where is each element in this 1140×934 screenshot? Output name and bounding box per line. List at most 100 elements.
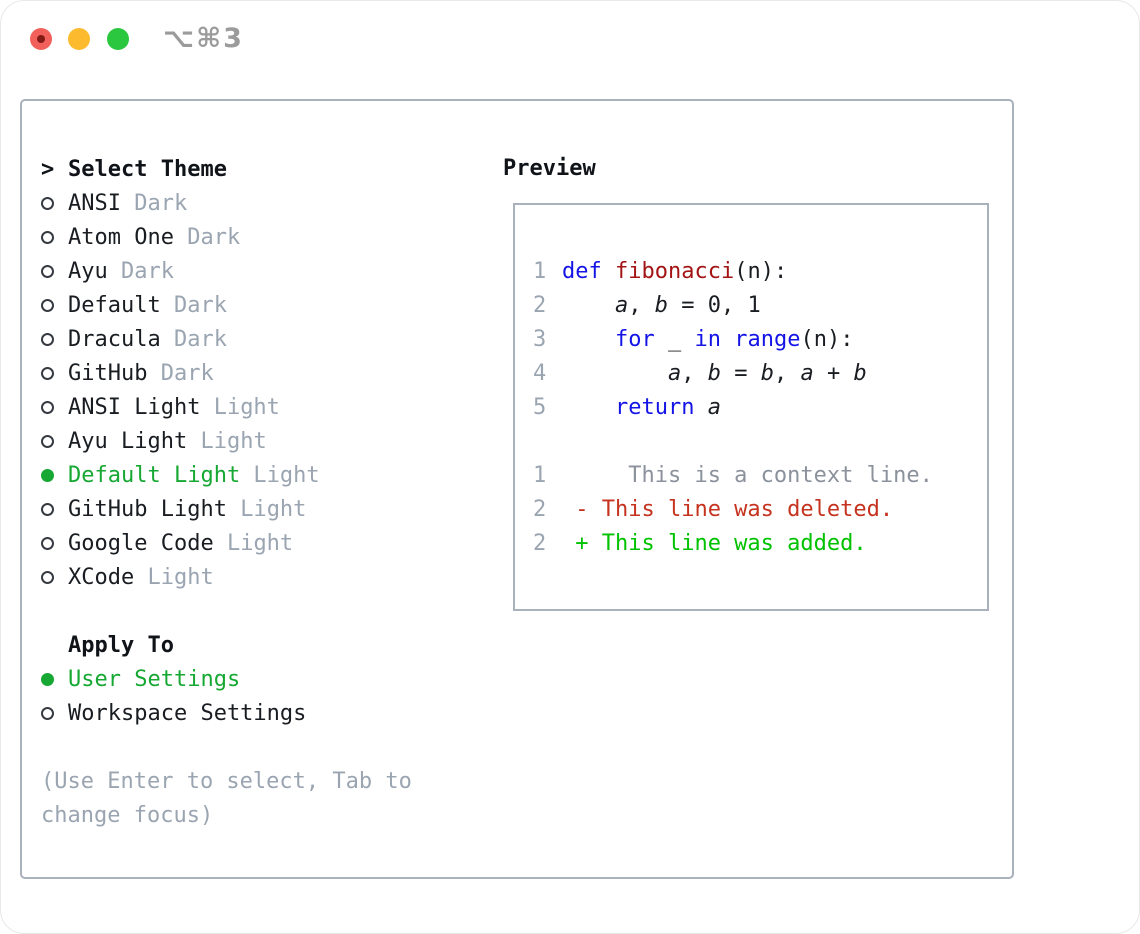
variant-badge: Dark	[173, 224, 241, 250]
diff-text-add: + This line was added.	[562, 530, 867, 556]
code-token: for	[614, 326, 655, 352]
code-token	[694, 395, 707, 420]
marker-cell	[41, 672, 68, 686]
radio-unselected-icon	[41, 570, 54, 584]
select-theme-label: Select Theme	[68, 156, 227, 182]
line-number: 1	[533, 462, 547, 488]
marker-cell	[41, 502, 68, 516]
variant-badge: Light	[213, 530, 294, 556]
preview-diff-line: 1 This is a context line.	[533, 458, 987, 492]
theme-option-default-light[interactable]: Default Light Light	[41, 458, 481, 492]
hint-text: (Use Enter to select, Tab to	[41, 764, 481, 798]
variant-badge: Light	[134, 564, 214, 590]
radio-unselected-icon	[41, 332, 54, 346]
focus-caret-icon: >	[41, 156, 55, 182]
marker-cell	[41, 434, 68, 448]
theme-option-github-light[interactable]: GitHub Light Light	[41, 492, 481, 526]
code-token: in	[694, 326, 721, 352]
variant-badge: Light	[240, 462, 320, 488]
option-label: Dracula	[68, 326, 161, 352]
preview-code-line: 3 for _ in range(n):	[533, 322, 987, 356]
code-token: b	[707, 360, 721, 386]
radio-unselected-icon	[41, 706, 54, 720]
diff-text-ctx: This is a context line.	[562, 462, 933, 488]
option-label: GitHub	[68, 360, 148, 386]
select-theme-header: > Select Theme	[41, 152, 481, 186]
radio-unselected-icon	[41, 536, 54, 550]
spacer-row	[41, 594, 481, 628]
theme-option-dracula[interactable]: Dracula Dark	[41, 322, 481, 356]
code-token: ,	[681, 360, 708, 386]
theme-option-ayu-light[interactable]: Ayu Light Light	[41, 424, 481, 458]
line-number: 5	[533, 394, 547, 420]
code-token	[562, 395, 615, 420]
theme-option-google-code[interactable]: Google Code Light	[41, 526, 481, 560]
line-number: 3	[533, 326, 547, 352]
apply-option-user-settings[interactable]: User Settings	[41, 662, 481, 696]
theme-option-ayu[interactable]: Ayu Dark	[41, 254, 481, 288]
option-label: User Settings	[68, 666, 241, 692]
marker-cell	[41, 230, 68, 244]
line-number: 2	[533, 292, 547, 318]
theme-option-atom-one[interactable]: Atom One Dark	[41, 220, 481, 254]
line-number: 1	[533, 258, 547, 284]
radio-selected-icon	[41, 672, 54, 686]
variant-badge: Dark	[160, 292, 227, 318]
option-label: Ayu Light	[68, 428, 188, 454]
radio-unselected-icon	[41, 434, 54, 448]
option-label: Default	[68, 292, 161, 318]
code-token: def	[562, 258, 602, 284]
code-token	[562, 361, 668, 386]
code-token: return	[614, 394, 695, 420]
close-button[interactable]	[30, 28, 52, 50]
radio-unselected-icon	[41, 366, 54, 380]
variant-badge: Dark	[107, 258, 174, 284]
variant-badge: Dark	[147, 360, 214, 386]
radio-unselected-icon	[41, 400, 54, 414]
option-label: GitHub Light	[68, 496, 227, 522]
marker-cell	[41, 196, 68, 210]
theme-option-ansi-light[interactable]: ANSI Light Light	[41, 390, 481, 424]
window-title: ⌥⌘3	[163, 23, 244, 54]
code-token	[562, 327, 615, 352]
code-token	[602, 259, 615, 284]
marker-cell	[41, 706, 68, 720]
code-token	[721, 327, 734, 352]
code-token: a	[614, 292, 629, 318]
code-token: _	[654, 326, 695, 352]
code-token: b	[760, 360, 774, 386]
theme-option-github[interactable]: GitHub Dark	[41, 356, 481, 390]
radio-unselected-icon	[41, 502, 54, 516]
variant-badge: Light	[187, 428, 267, 454]
theme-option-xcode[interactable]: XCode Light	[41, 560, 481, 594]
variant-badge: Light	[200, 394, 280, 420]
code-token: =	[720, 360, 761, 386]
preview-code-line: 2 a, b = 0, 1	[533, 288, 987, 322]
code-token: range	[734, 326, 801, 352]
hint-label: (Use Enter to select, Tab to	[41, 768, 412, 794]
apply-option-workspace-settings[interactable]: Workspace Settings	[41, 696, 481, 730]
code-token: +	[813, 360, 854, 386]
minimize-button[interactable]	[68, 28, 90, 50]
theme-option-default[interactable]: Default Dark	[41, 288, 481, 322]
code-token: ,	[773, 360, 801, 386]
hint-text: change focus)	[41, 798, 481, 832]
radio-unselected-icon	[41, 264, 54, 278]
code-token: b	[853, 360, 867, 386]
theme-option-ansi[interactable]: ANSI Dark	[41, 186, 481, 220]
marker-cell	[41, 298, 68, 312]
line-number: 4	[533, 360, 547, 386]
preview-diff-line: 2 - This line was deleted.	[533, 492, 987, 526]
code-token: a	[667, 360, 682, 386]
variant-badge: Dark	[120, 190, 188, 216]
code-token	[562, 293, 615, 318]
zoom-button[interactable]	[107, 28, 129, 50]
code-token: (n):	[734, 258, 788, 284]
code-token: a	[707, 394, 721, 420]
option-label: Workspace Settings	[68, 700, 307, 726]
marker-cell	[41, 400, 68, 414]
marker-cell	[41, 366, 68, 380]
